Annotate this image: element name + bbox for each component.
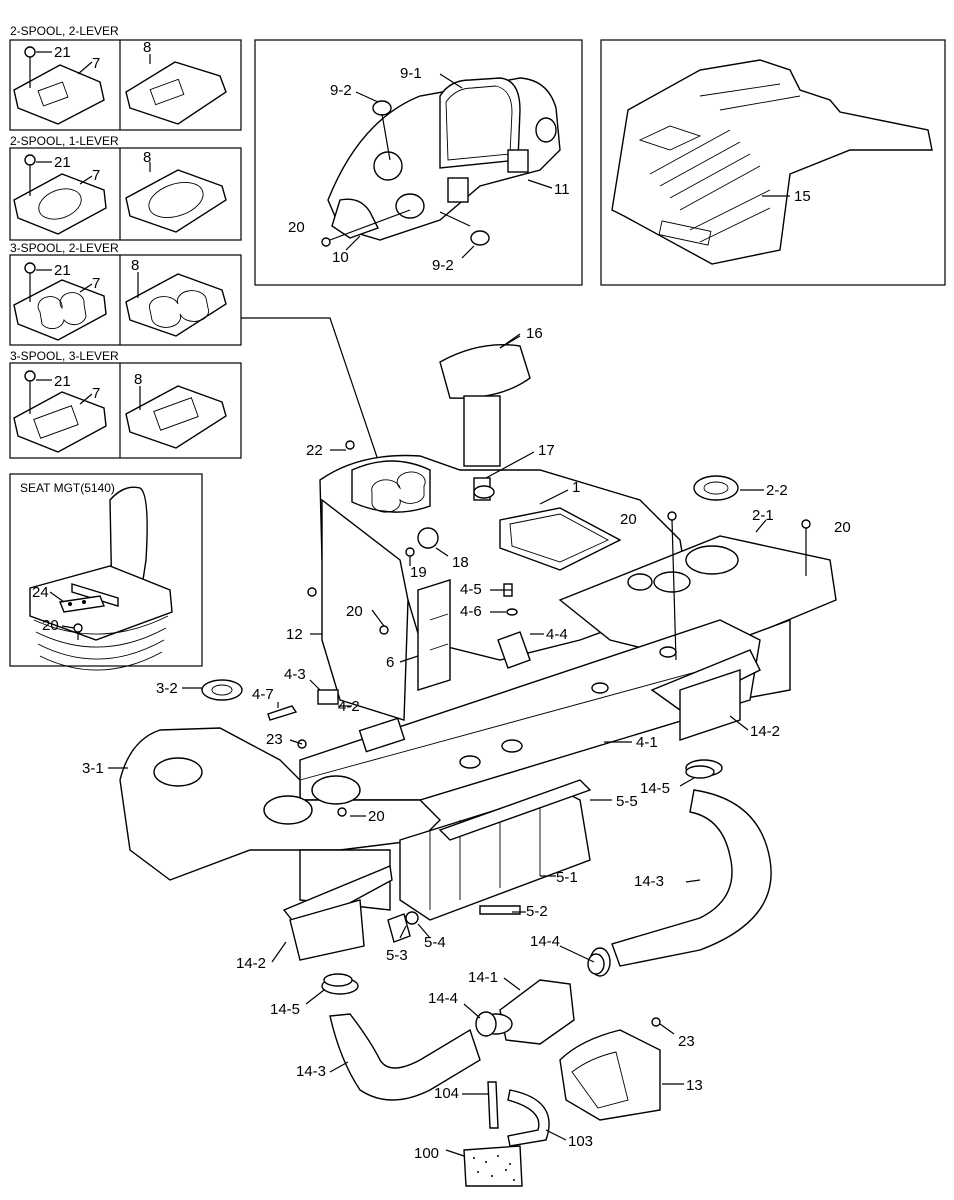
callout-14-4: 14-4 xyxy=(428,990,458,1007)
callout-14-1: 14-1 xyxy=(468,969,498,986)
callout-24: 24 xyxy=(32,584,49,601)
console-assembly xyxy=(119,317,837,1187)
callout-14-2: 14-2 xyxy=(750,723,780,740)
callout-4-3: 4-3 xyxy=(284,666,306,683)
callout-104: 104 xyxy=(434,1085,459,1102)
callout-1: 1 xyxy=(572,479,580,496)
inset-2-spool-2-lever: 2-SPOOL, 2-LEVER 21 7 8 xyxy=(9,24,242,131)
callout-16: 16 xyxy=(526,325,543,342)
callout-18: 18 xyxy=(452,554,469,571)
callout-11: 11 xyxy=(554,181,570,198)
callout-14-2: 14-2 xyxy=(236,955,266,972)
callout-14-5: 14-5 xyxy=(640,780,670,797)
callout-4-6: 4-6 xyxy=(460,603,482,620)
inset-title: SEAT MGT(5140) xyxy=(20,481,115,495)
callout-22: 22 xyxy=(306,442,323,459)
callout-23: 23 xyxy=(678,1033,695,1050)
callout-14-4: 14-4 xyxy=(530,933,560,950)
callout-5-1: 5-1 xyxy=(556,869,578,886)
callout-3-1: 3-1 xyxy=(82,760,104,777)
callout-13: 13 xyxy=(686,1077,703,1094)
dashboard-panel: 9-1 9-2 11 20 10 9-2 xyxy=(254,39,583,286)
callout-4-4: 4-4 xyxy=(546,626,568,643)
inset-2-spool-1-lever: 2-SPOOL, 1-LEVER 21 7 8 xyxy=(9,134,242,241)
callout-8: 8 xyxy=(143,39,151,56)
callout-5-2: 5-2 xyxy=(526,903,548,920)
callout-14-5: 14-5 xyxy=(270,1001,300,1018)
callout-2-1: 2-1 xyxy=(752,507,774,524)
callout-8: 8 xyxy=(134,371,142,388)
callout-15: 15 xyxy=(794,188,811,205)
callout-4-5: 4-5 xyxy=(460,581,482,598)
inset-title: 2-SPOOL, 2-LEVER xyxy=(10,24,119,38)
callout-100: 100 xyxy=(414,1145,439,1162)
callout-20: 20 xyxy=(620,511,637,528)
inset-title: 3-SPOOL, 3-LEVER xyxy=(10,349,119,363)
callout-7: 7 xyxy=(92,55,100,72)
callout-4-1: 4-1 xyxy=(636,734,658,751)
callout-20: 20 xyxy=(834,519,851,536)
callout-20: 20 xyxy=(288,219,305,236)
callout-9-2: 9-2 xyxy=(432,257,454,274)
callout-8: 8 xyxy=(143,149,151,166)
callout-5-4: 5-4 xyxy=(424,934,446,951)
callout-9-1: 9-1 xyxy=(400,65,422,82)
inset-3-spool-2-lever: 3-SPOOL, 2-LEVER 21 7 8 xyxy=(9,241,242,346)
callout-21: 21 xyxy=(54,154,71,171)
callout-20: 20 xyxy=(346,603,363,620)
callout-4-7: 4-7 xyxy=(252,686,274,703)
callout-8: 8 xyxy=(131,257,139,274)
main-callouts: 16 17 22 1 2-2 2-1 20 20 18 19 4-5 4-6 4… xyxy=(82,325,851,1162)
felt-texture xyxy=(473,1155,515,1181)
callout-6: 6 xyxy=(386,654,394,671)
inset-3-spool-3-lever: 3-SPOOL, 3-LEVER 21 7 8 xyxy=(9,349,242,459)
callout-23: 23 xyxy=(266,731,283,748)
callout-20: 20 xyxy=(42,617,59,634)
callout-14-3: 14-3 xyxy=(296,1063,326,1080)
callout-21: 21 xyxy=(54,373,71,390)
callout-17: 17 xyxy=(538,442,555,459)
callout-103: 103 xyxy=(568,1133,593,1150)
callout-20: 20 xyxy=(368,808,385,825)
callout-3-2: 3-2 xyxy=(156,680,178,697)
inset-title: 2-SPOOL, 1-LEVER xyxy=(10,134,119,148)
callout-19: 19 xyxy=(410,564,427,581)
callout-12: 12 xyxy=(286,626,303,643)
callout-7: 7 xyxy=(92,275,100,292)
callout-9-2: 9-2 xyxy=(330,82,352,99)
callout-5-3: 5-3 xyxy=(386,947,408,964)
callout-7: 7 xyxy=(92,167,100,184)
floor-mat-panel xyxy=(600,39,946,286)
callout-21: 21 xyxy=(54,262,71,279)
callout-5-5: 5-5 xyxy=(616,793,638,810)
callout-21: 21 xyxy=(54,44,71,61)
callout-14-3: 14-3 xyxy=(634,873,664,890)
callout-4-2: 4-2 xyxy=(338,698,360,715)
inset-title: 3-SPOOL, 2-LEVER xyxy=(10,241,119,255)
callout-7: 7 xyxy=(92,385,100,402)
callout-10: 10 xyxy=(332,249,349,266)
inset-seat-mgt: SEAT MGT(5140) 24 20 xyxy=(9,473,203,671)
callout-2-2: 2-2 xyxy=(766,482,788,499)
